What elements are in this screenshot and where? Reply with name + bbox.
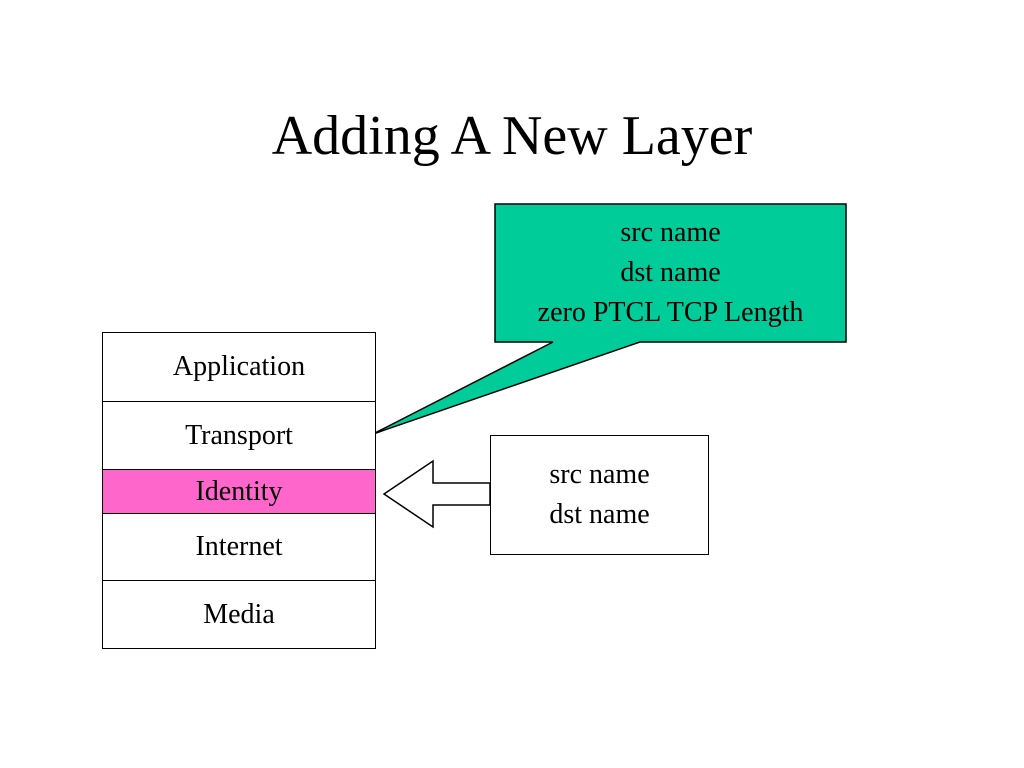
layer-label: Application <box>172 351 306 382</box>
layer-media: Media <box>102 580 376 649</box>
layer-label: Transport <box>185 419 293 451</box>
layer-label: Identity <box>195 475 283 507</box>
header-line: dst name <box>549 499 650 530</box>
layer-label: Internet <box>195 531 283 562</box>
layer-transport: Transport <box>102 401 376 470</box>
callout-box: src name dst name zero PTCL TCP Length <box>495 204 846 342</box>
callout-line: zero PTCL TCP Length <box>537 297 804 328</box>
header-line: src name <box>549 459 650 490</box>
layer-identity: Identity <box>102 469 376 514</box>
layer-application: Application <box>102 332 376 402</box>
layer-label: Media <box>203 598 275 630</box>
callout-shape <box>372 203 847 435</box>
slide-title: Adding A New Layer <box>271 105 753 167</box>
left-arrow-icon <box>382 459 491 529</box>
callout-line: dst name <box>620 257 721 288</box>
callout-line: src name <box>620 217 721 248</box>
identity-header-box: src name dst name <box>490 435 709 555</box>
layer-internet: Internet <box>102 513 376 581</box>
